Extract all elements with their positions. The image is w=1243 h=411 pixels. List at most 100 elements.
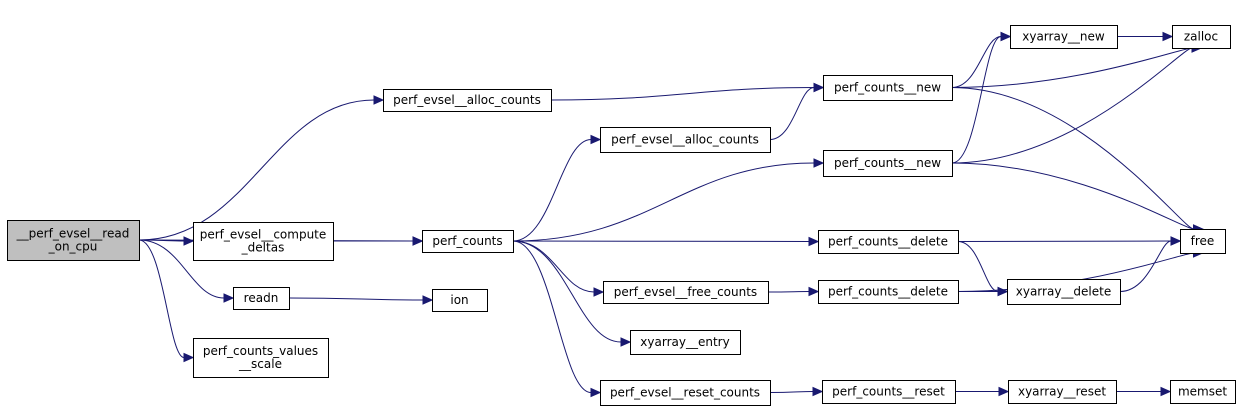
node-counts-delete-2[interactable]: perf_counts__delete [818, 280, 959, 304]
edge-counts-reset-to-xyarray-reset [954, 386, 1010, 397]
arrowhead [183, 236, 195, 246]
edge-counts-new-2-to-xyarray-new [951, 31, 1012, 164]
edge-xyarray-delete-to-free [1119, 236, 1182, 292]
arrowhead [1160, 386, 1172, 397]
node-xyarray-new[interactable]: xyarray__new [1010, 25, 1118, 49]
node-label: zalloc [1184, 30, 1218, 44]
node-free-counts[interactable]: perf_evsel__free_counts [603, 281, 769, 304]
node-label: perf_counts_values [203, 344, 318, 358]
edge-line [512, 162, 815, 242]
node-xyarray-reset[interactable]: xyarray__reset [1008, 380, 1117, 404]
node-box [822, 380, 956, 404]
edge-perf-counts-to-counts-new-2 [512, 158, 825, 242]
node-box [422, 230, 514, 253]
node-compute-deltas[interactable]: perf_evsel__compute_deltas [193, 222, 334, 261]
node-counts-new-1[interactable]: perf_counts__new [823, 75, 953, 101]
edge-root-to-values-scale [138, 239, 195, 363]
node-perf-counts[interactable]: perf_counts [422, 230, 514, 253]
edge-counts-delete-1-to-xyarray-delete [957, 241, 1009, 297]
node-box [630, 330, 741, 355]
arrowhead [1000, 31, 1012, 42]
edge-counts-new-2-to-free [951, 162, 1204, 234]
node-box [383, 89, 552, 112]
node-counts-reset[interactable]: perf_counts__reset [822, 380, 956, 404]
edge-layer [138, 31, 1204, 398]
edge-compute-deltas-to-perf-counts [333, 236, 424, 246]
edge-perf-counts-to-counts-delete-1 [512, 236, 820, 247]
node-free[interactable]: free [1180, 229, 1226, 254]
arrowhead [808, 286, 820, 297]
arrowhead [412, 236, 424, 246]
arrowhead [183, 352, 195, 363]
node-label: memset [1178, 385, 1227, 399]
node-box [1172, 25, 1231, 49]
node-layer: __perf_evsel__read_on_cpu perf_evsel__all… [7, 25, 1236, 406]
edge-line [951, 47, 1193, 164]
node-label: xyarray__delete [1016, 285, 1111, 299]
node-label: perf_evsel__alloc_counts [393, 93, 541, 107]
edge-perf-counts-to-xyarray-entry [512, 240, 632, 347]
edge-readn-to-ion [288, 295, 434, 305]
edge-line [512, 240, 810, 242]
node-box [432, 289, 488, 312]
node-label: xyarray__new [1022, 30, 1105, 44]
node-counts-delete-1[interactable]: perf_counts__delete [818, 230, 959, 254]
node-label: perf_counts__new [834, 156, 941, 170]
edge-line [512, 240, 622, 343]
node-box [603, 281, 769, 304]
edge-line [957, 241, 999, 292]
edge-counts-new-1-to-free [951, 87, 1204, 234]
edge-line [951, 87, 1194, 230]
node-box [193, 338, 329, 378]
node-label: xyarray__entry [640, 335, 729, 349]
node-box [193, 222, 334, 261]
edge-line [138, 239, 225, 299]
node-ion[interactable]: ion [432, 289, 488, 312]
node-counts-new-2[interactable]: perf_counts__new [823, 150, 953, 177]
node-alloc-counts-top[interactable]: perf_evsel__alloc_counts [383, 89, 552, 112]
node-root[interactable]: __perf_evsel__read_on_cpu [7, 220, 140, 261]
node-box [1180, 229, 1226, 254]
arrowhead [590, 387, 602, 398]
node-memset[interactable]: memset [1170, 380, 1236, 404]
arrowhead [808, 236, 820, 247]
edge-line [1119, 240, 1172, 292]
edge-line [512, 139, 592, 242]
node-label: _on_cpu [48, 240, 98, 254]
node-box [1010, 25, 1118, 49]
node-box [1007, 279, 1121, 305]
edge-line [951, 36, 1002, 88]
node-reset-counts[interactable]: perf_evsel__reset_counts [600, 380, 771, 406]
node-box [1008, 380, 1117, 404]
edge-line [138, 99, 375, 241]
node-label: __perf_evsel__read [16, 227, 130, 241]
node-label: perf_evsel__reset_counts [610, 386, 760, 400]
node-label: xyarray__reset [1018, 385, 1106, 399]
edge-root-to-readn [138, 239, 235, 303]
edge-line [957, 252, 1194, 292]
node-xyarray-delete[interactable]: xyarray__delete [1007, 279, 1121, 305]
node-box [823, 75, 953, 101]
edge-alloc-counts-top-to-counts-new-1 [550, 82, 825, 101]
edge-perf-counts-to-free-counts [512, 240, 605, 297]
arrowhead [223, 293, 235, 303]
edge-alloc-counts-mid-to-counts-new-1 [769, 82, 825, 140]
node-box [233, 287, 290, 310]
node-box [600, 127, 771, 153]
node-values-scale[interactable]: perf_counts_values__scale [193, 338, 329, 378]
arrowhead [1162, 31, 1174, 42]
node-alloc-counts-mid[interactable]: perf_evsel__alloc_counts [600, 127, 771, 153]
node-label: free [1191, 234, 1215, 248]
node-xyarray-entry[interactable]: xyarray__entry [630, 330, 741, 355]
edge-perf-counts-to-alloc-counts-mid [512, 134, 602, 242]
node-zalloc[interactable]: zalloc [1172, 25, 1231, 49]
node-box [1170, 380, 1236, 404]
node-box [818, 230, 959, 254]
edge-line [957, 240, 1172, 242]
node-box [600, 380, 771, 406]
arrowhead [997, 286, 1009, 297]
edge-reset-counts-to-counts-reset [769, 386, 824, 397]
edge-line [769, 87, 815, 140]
node-readn[interactable]: readn [233, 287, 290, 310]
arrowhead [422, 295, 434, 305]
